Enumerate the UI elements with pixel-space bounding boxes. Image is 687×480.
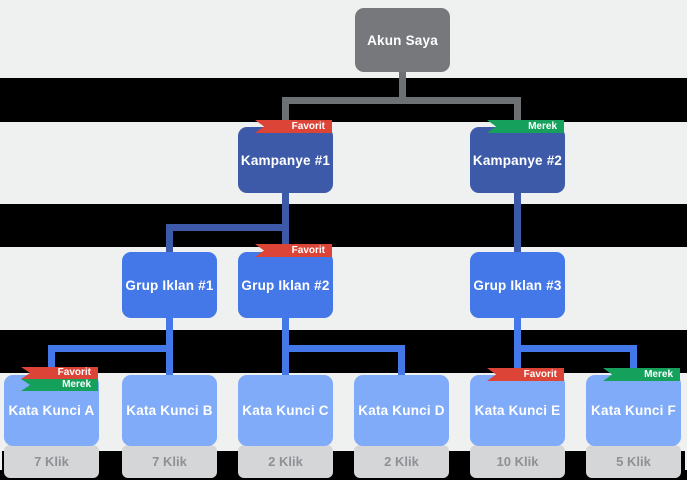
node-label: Kata Kunci D [358, 403, 445, 418]
clicks-box-keyword-e: 10 Klik [470, 445, 565, 478]
clicks-box-keyword-b: 7 Klik [122, 445, 217, 478]
clicks-label: 2 Klik [384, 454, 419, 469]
connector-adgroup-3-crossbar [514, 345, 637, 352]
connector-account-to-campaign-2 [514, 97, 521, 127]
node-keyword-e: Kata Kunci E [470, 375, 565, 446]
node-label: Kampanye #2 [472, 152, 563, 168]
connector-account-stem [399, 72, 406, 104]
node-label: Kampanye #1 [240, 152, 331, 168]
node-label: Grup Iklan #2 [241, 277, 330, 293]
clicks-label: 10 Klik [496, 454, 539, 469]
node-label: Akun Saya [367, 32, 438, 48]
node-label: Kata Kunci F [591, 403, 676, 418]
clicks-box-keyword-a: 7 Klik [4, 445, 99, 478]
favorit-ribbon: Favorit [487, 368, 564, 381]
node-keyword-b: Kata Kunci B [122, 375, 217, 446]
node-label: Kata Kunci C [242, 403, 329, 418]
node-label: Grup Iklan #1 [125, 277, 214, 293]
connector-adgroup-1-stem [166, 318, 173, 352]
clicks-box-keyword-d: 2 Klik [354, 445, 449, 478]
connector-adgroup-2-to-keyword-d [398, 345, 405, 375]
connector-adgroup-3-to-keyword-f [630, 345, 637, 375]
clicks-label: 5 Klik [616, 454, 651, 469]
node-keyword-c: Kata Kunci C [238, 375, 333, 446]
merek-ribbon: Merek [21, 379, 98, 391]
separator-band-2 [0, 204, 687, 247]
node-keyword-f: Kata Kunci F [586, 375, 681, 446]
clicks-label: 7 Klik [152, 454, 187, 469]
node-adgroup-1: Grup Iklan #1 [122, 252, 217, 318]
clicks-box-keyword-f: 5 Klik [586, 445, 681, 478]
connector-adgroup-2-crossbar [282, 345, 405, 352]
connector-campaign-1-to-adgroup-1 [166, 224, 173, 252]
node-keyword-d: Kata Kunci D [354, 375, 449, 446]
node-adgroup-3: Grup Iklan #3 [470, 252, 565, 318]
node-campaign-1: Kampanye #1 [238, 127, 333, 193]
connector-adgroup-1-to-keyword-a [48, 345, 55, 375]
connector-campaign-1-to-adgroup-2 [282, 224, 289, 252]
favorit-ribbon: Favorit [21, 367, 98, 379]
merek-ribbon: Merek [603, 368, 680, 381]
node-campaign-2: Kampanye #2 [470, 127, 565, 193]
clicks-label: 7 Klik [34, 454, 69, 469]
connector-account-to-campaign-1 [282, 97, 289, 127]
connector-account-crossbar [282, 97, 521, 104]
connector-adgroup-1-crossbar [48, 345, 173, 352]
clicks-label: 2 Klik [268, 454, 303, 469]
separator-band-bottom [0, 470, 687, 480]
connector-adgroup-1-to-keyword-b [166, 345, 173, 375]
node-label: Kata Kunci E [474, 403, 561, 418]
node-adgroup-2: Grup Iklan #2 [238, 252, 333, 318]
connector-campaign-1-stem [282, 193, 289, 231]
node-account: Akun Saya [355, 8, 450, 72]
favorit-ribbon: Favorit [255, 244, 332, 257]
connector-campaign-1-crossbar [166, 224, 289, 231]
node-label: Kata Kunci B [126, 403, 213, 418]
merek-ribbon: Merek [487, 120, 564, 133]
favorit-ribbon: Favorit [255, 120, 332, 133]
clicks-box-keyword-c: 2 Klik [238, 445, 333, 478]
node-label: Grup Iklan #3 [473, 277, 562, 293]
node-label: Kata Kunci A [8, 403, 95, 418]
connector-campaign-2-to-adgroup-3 [514, 193, 521, 252]
